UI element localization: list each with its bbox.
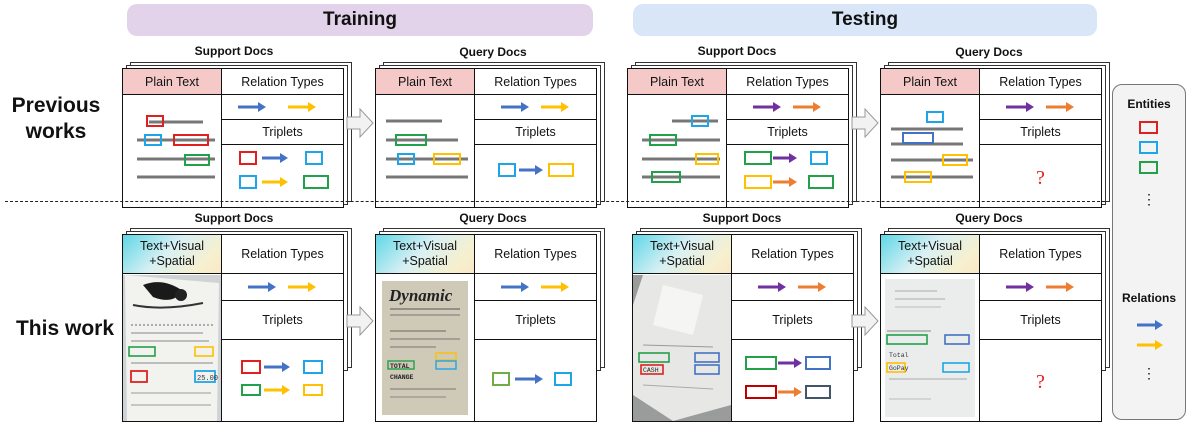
tvs-panel: Text+Visual+Spatial Total GoPay [881,235,980,421]
relation-types-header: Relation Types [222,235,343,274]
plain-text-header: Plain Text [881,69,979,95]
support-doc-card-test-prev: Plain Text Relation Types Triplets [627,62,857,208]
query-docs-label-train-this: Query Docs [459,211,527,225]
row-divider [5,201,1105,202]
support-docs-label-test-prev: Support Docs [697,44,777,58]
query-doc-card-test-prev: Plain Text Relation Types Triplets ? [880,62,1110,208]
relations-and-triplets [492,282,572,386]
triplets-header: Triplets [980,119,1101,145]
tvs-line2: +Spatial [659,254,705,268]
legend-relations-title: Relations [1121,291,1176,305]
relation-types-header: Relation Types [475,235,596,274]
query-doc-card-train-prev: Plain Text Relation Types Triplets [375,62,605,208]
text-lines-illustration [386,119,468,179]
previous-works-line2: works [25,120,87,143]
this-work-label: This work [15,317,115,340]
triplets-header: Triplets [732,300,853,340]
support-docs-label-test-this: Support Docs [702,211,782,225]
previous-works-line1: Previous [11,94,101,117]
query-docs-label-test-prev: Query Docs [955,45,1023,59]
previous-works-label: Previous works [6,93,106,145]
query-docs-label-test-this: Query Docs [955,211,1023,225]
support-doc-card-train-prev: Plain Text Relation Types Triplets [122,62,352,208]
tvs-header: Text+Visual+Spatial [123,235,221,274]
receipt-photo: CASH [633,275,731,421]
legend-panel: Entities ⋮ Relations ⋮ [1112,84,1186,420]
support-doc-card-train-this: Text+Visual+Spatial 25.00 R [122,228,352,422]
triplets-header: Triplets [475,300,596,340]
training-phase-header: Training [127,4,593,36]
unknown-triplet-mark: ? [1036,371,1045,393]
receipt-photo: Total GoPay [881,275,979,421]
tvs-line1: Text+Visual [139,239,205,253]
tvs-line1: Text+Visual [897,239,963,253]
tvs-panel: Text+Visual+Spatial 25.00 [123,235,222,421]
receipt-total-label: TOTAL [390,363,410,370]
plain-text-panel: Plain Text [881,69,980,207]
legend-relations-ellipsis: ⋮ [1142,365,1156,381]
triplets-header: Triplets [727,119,848,145]
relations-and-triplets [745,282,831,399]
unknown-triplet-mark: ? [1036,167,1045,189]
text-lines-illustration [891,111,973,183]
text-lines-illustration [642,115,720,183]
triplets-header: Triplets [222,300,343,340]
relation-types-header: Relation Types [475,69,596,95]
tvs-line2: +Spatial [907,254,953,268]
tvs-header: Text+Visual+Spatial [881,235,979,274]
tvs-line1: Text+Visual [649,239,715,253]
query-doc-card-test-this: Text+Visual+Spatial Total GoPay Relation… [880,228,1110,422]
text-lines-illustration [137,115,215,179]
legend-relation-arrows [1137,320,1163,350]
support-doc-card-test-this: Text+Visual+Spatial CASH Relation Types … [632,228,862,422]
legend-entities-title: Entities [1127,97,1171,111]
receipt-gopay-label: GoPay [889,365,909,372]
flow-arrow-icon [851,306,879,336]
plain-text-panel: Plain Text [123,69,222,207]
relations-and-triplets [241,282,323,396]
relation-types-header: Relation Types [727,69,848,95]
tvs-line2: +Spatial [402,254,448,268]
tvs-line2: +Spatial [149,254,195,268]
plain-text-header: Plain Text [376,69,474,95]
receipt-cash-label: CASH [643,367,659,374]
relation-types-header: Relation Types [980,235,1101,274]
legend-entities-ellipsis: ⋮ [1142,191,1156,207]
triplets-header: Triplets [980,300,1101,340]
receipt-total-label: Total [889,352,909,359]
tvs-header: Text+Visual+Spatial [376,235,474,274]
relations-and-triplets [744,102,834,189]
relation-types-header: Relation Types [980,69,1101,95]
relation-type-arrows [1006,102,1074,112]
plain-text-header: Plain Text [123,69,221,95]
triplets-header: Triplets [475,119,596,145]
relation-types-header: Relation Types [732,235,853,274]
flow-arrow-icon [851,108,879,138]
query-doc-card-train-this: Text+Visual+Spatial Dynamic TOTAL CHANGE [375,228,605,422]
support-docs-label-train-prev: Support Docs [194,44,274,58]
relation-types-header: Relation Types [222,69,343,95]
relation-type-arrows [1006,282,1074,292]
receipt-amount: 25.00 [197,375,218,383]
tvs-panel: Text+Visual+Spatial Dynamic TOTAL CHANGE [376,235,475,421]
receipt-photo: 25.00 [123,275,221,421]
plain-text-panel: Plain Text [376,69,475,207]
plain-text-header: Plain Text [628,69,726,95]
receipt-change-label: CHANGE [390,374,414,381]
tvs-panel: Text+Visual+Spatial CASH [633,235,732,421]
relations-and-triplets [238,102,329,189]
triplets-header: Triplets [222,119,343,145]
flow-arrow-icon [346,108,374,138]
relations-and-triplets [498,102,574,177]
tvs-header: Text+Visual+Spatial [633,235,731,274]
receipt-photo: Dynamic TOTAL CHANGE [376,275,474,421]
flow-arrow-icon [346,306,374,336]
receipt-brand: Dynamic [388,286,453,305]
legend-entity-boxes [1139,121,1158,174]
plain-text-panel: Plain Text [628,69,727,207]
testing-phase-header: Testing [633,4,1097,36]
tvs-line1: Text+Visual [392,239,458,253]
support-docs-label-train-this: Support Docs [194,211,274,225]
query-docs-label-train-prev: Query Docs [459,45,527,59]
